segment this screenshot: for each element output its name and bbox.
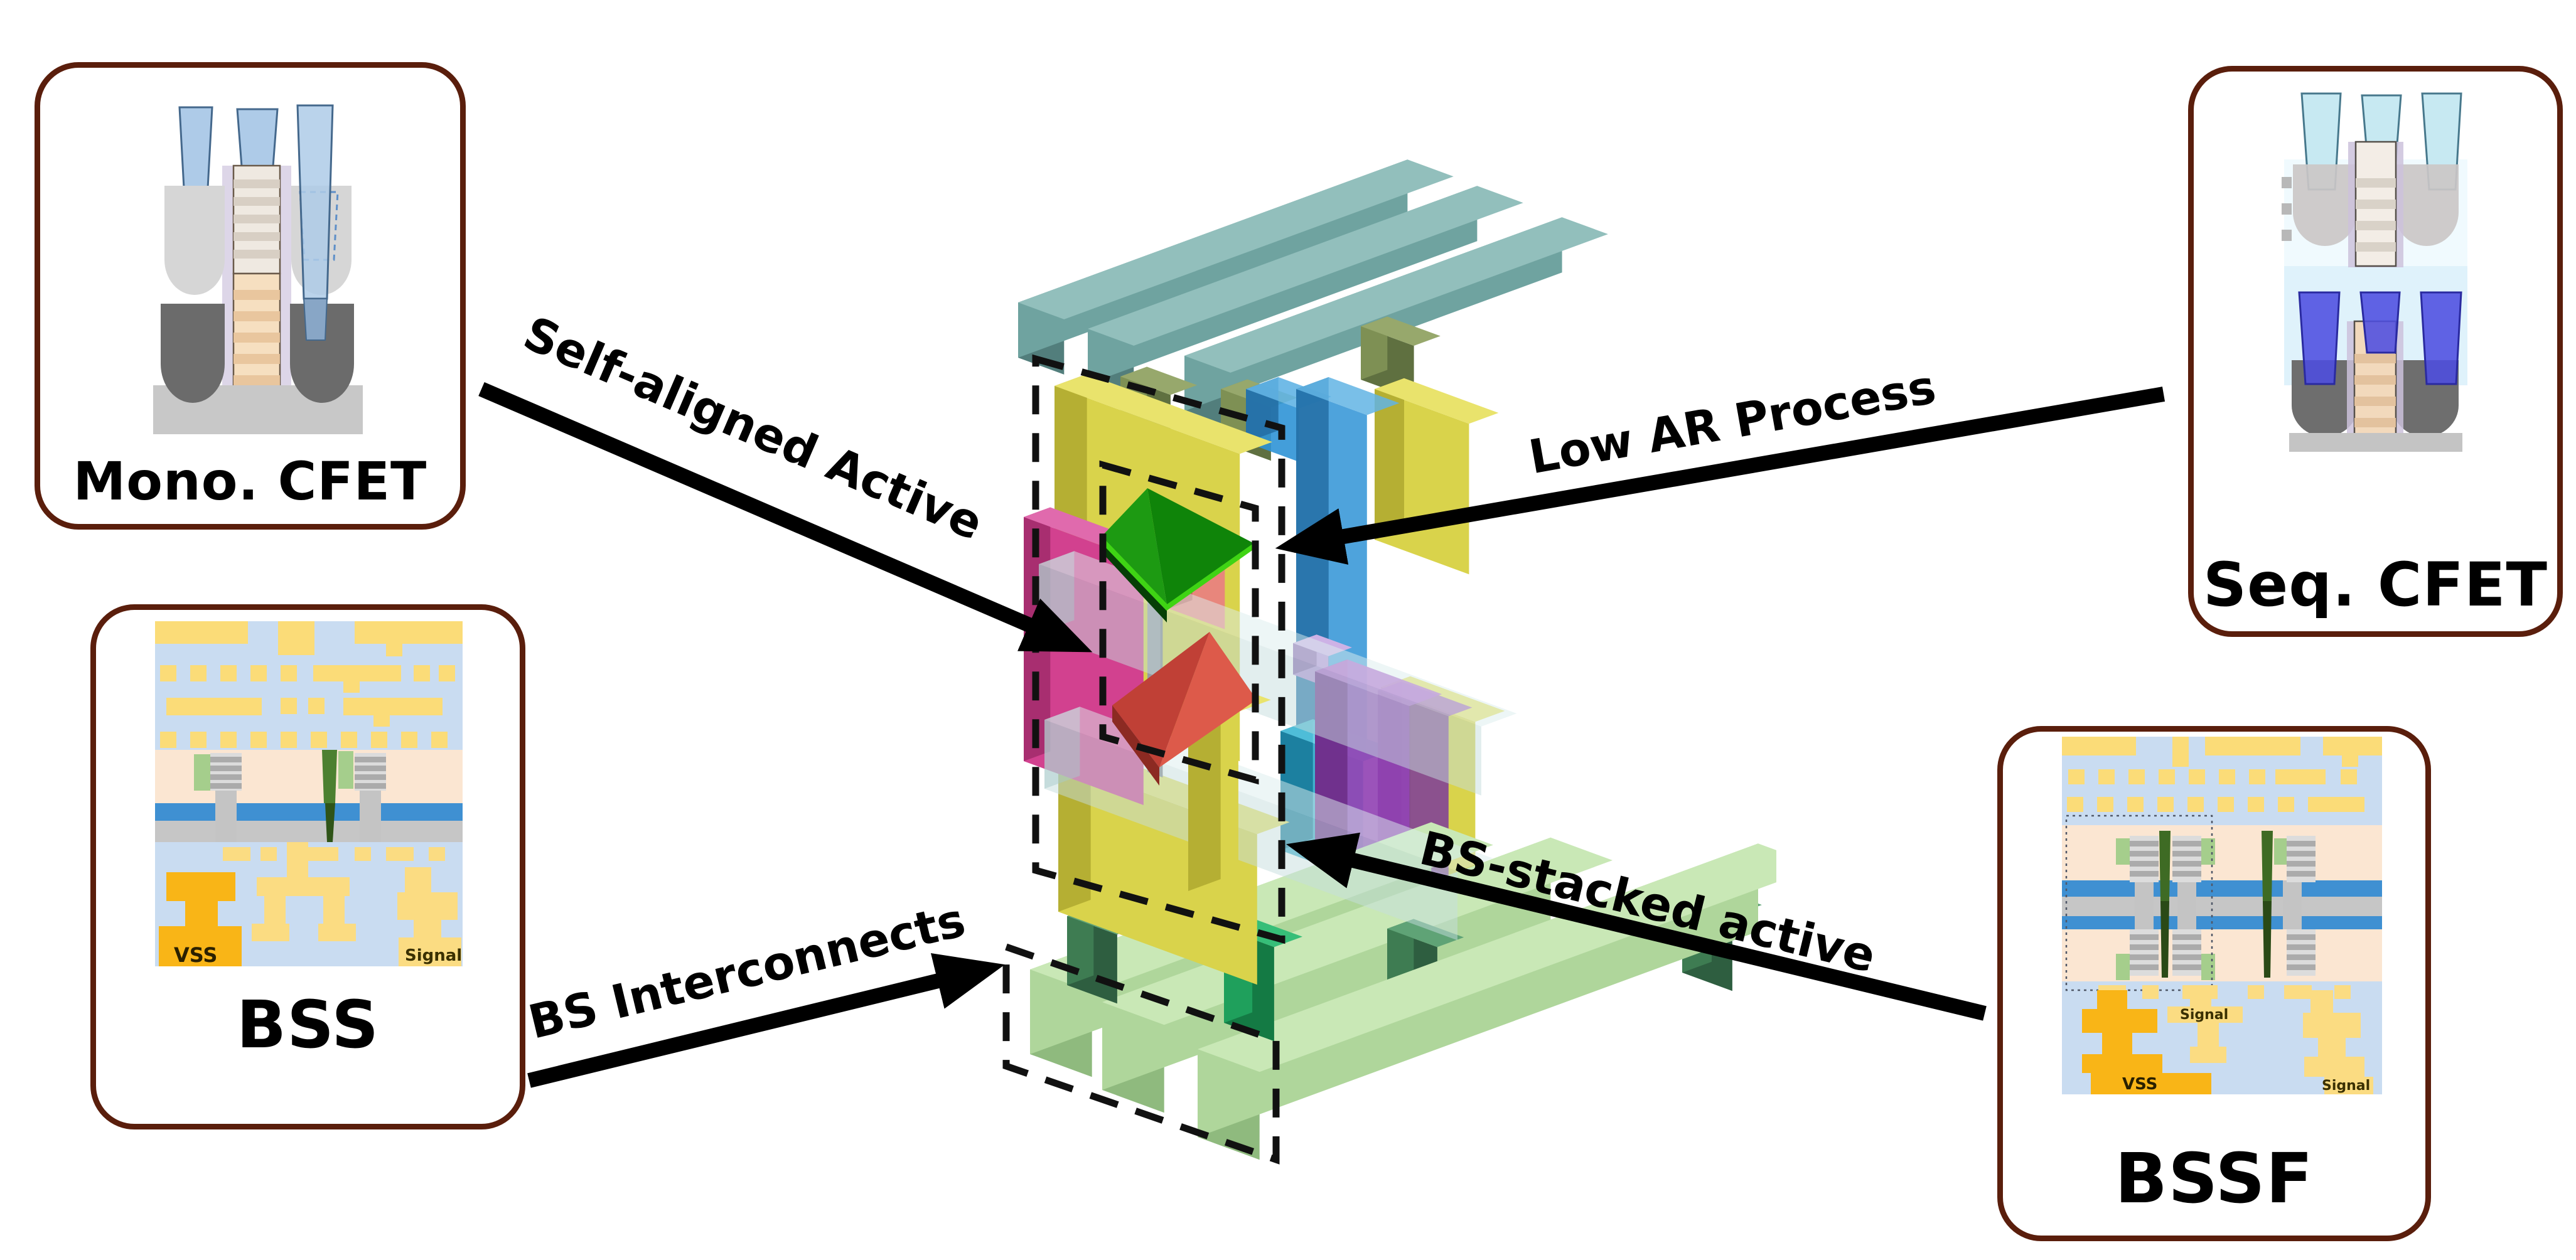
top-epi-left [2293,164,2357,246]
carrier-band [155,821,463,842]
bottom-epi-left [161,304,225,403]
panel-label-seq-cfet: Seq. CFET [2203,550,2548,620]
beol-metal-pattern [155,621,463,748]
mono-cfet-illustration [153,104,363,434]
bottom-tier-contacts [2298,291,2462,385]
dashed-cell-outline-left [1032,354,1285,944]
carrier-band [2062,897,2382,916]
bonding-oxide-band [155,803,463,821]
self-aligned-active-arrow [478,382,1093,653]
backside-metal-pattern [2098,985,2373,1094]
backside-metal-pattern [223,842,461,966]
left-edge-pads [2282,177,2292,241]
dashed-cell-outline-inner [1099,460,1259,785]
interlayer-pillars [2135,880,2302,929]
green-diamond-marker [1100,488,1256,622]
top-nanosheet-stripes [233,179,280,259]
dashed-cell-outline-bottom [1002,942,1280,1165]
bss-illustration: VSS Signal [155,621,463,966]
panel-bssf: VSS Signal Signal BSSF [1997,726,2431,1241]
panel-mono-cfet: Mono. CFET [35,62,466,530]
transistor-right [338,751,386,842]
panel-seq-cfet: Seq. CFET [2188,66,2563,637]
top-epi-right [2395,164,2459,246]
vss-power-rail [2082,990,2211,1094]
vss-label: VSS [174,943,217,966]
signal-right-label: Signal [2322,1078,2370,1094]
panel-label-bss: BSS [236,986,380,1063]
deep-backside-vias [2159,831,2273,978]
bs-interconnects-arrow [527,953,1005,1088]
panel-label-mono-cfet: Mono. CFET [73,451,427,512]
top-epi-left [164,186,225,295]
backside-via [322,750,337,842]
signal-mid-label: Signal [2180,1007,2228,1023]
unit-cell-outline [2065,814,2213,991]
substrate [2289,433,2462,452]
bottom-nanosheet-stripes [2354,354,2396,427]
bs-stacked-active-arrow [1286,832,1987,1021]
top-nanosheet-stripes [2356,178,2396,252]
signal-label: Signal [405,946,462,965]
panel-label-bssf: BSSF [2115,1138,2314,1219]
bottom-center-contact [2359,291,2401,354]
red-diamond-marker [1112,632,1257,786]
bonding-oxide-top [2062,880,2382,897]
deep-contact-tip [303,298,328,341]
vss-power-rail [159,872,242,966]
beol-metal-pattern [2062,737,2382,812]
seq-cfet-illustration [2282,92,2467,452]
low-ar-process-arrow [1275,387,2165,565]
bottom-nanosheet-stripes [233,290,280,385]
vss-label: VSS [2122,1075,2157,1094]
bssf-illustration: VSS Signal Signal [2062,737,2382,1094]
upper-transistors [2116,836,2316,882]
panel-bss: VSS Signal BSS [90,604,525,1129]
transistor-left [194,753,242,842]
